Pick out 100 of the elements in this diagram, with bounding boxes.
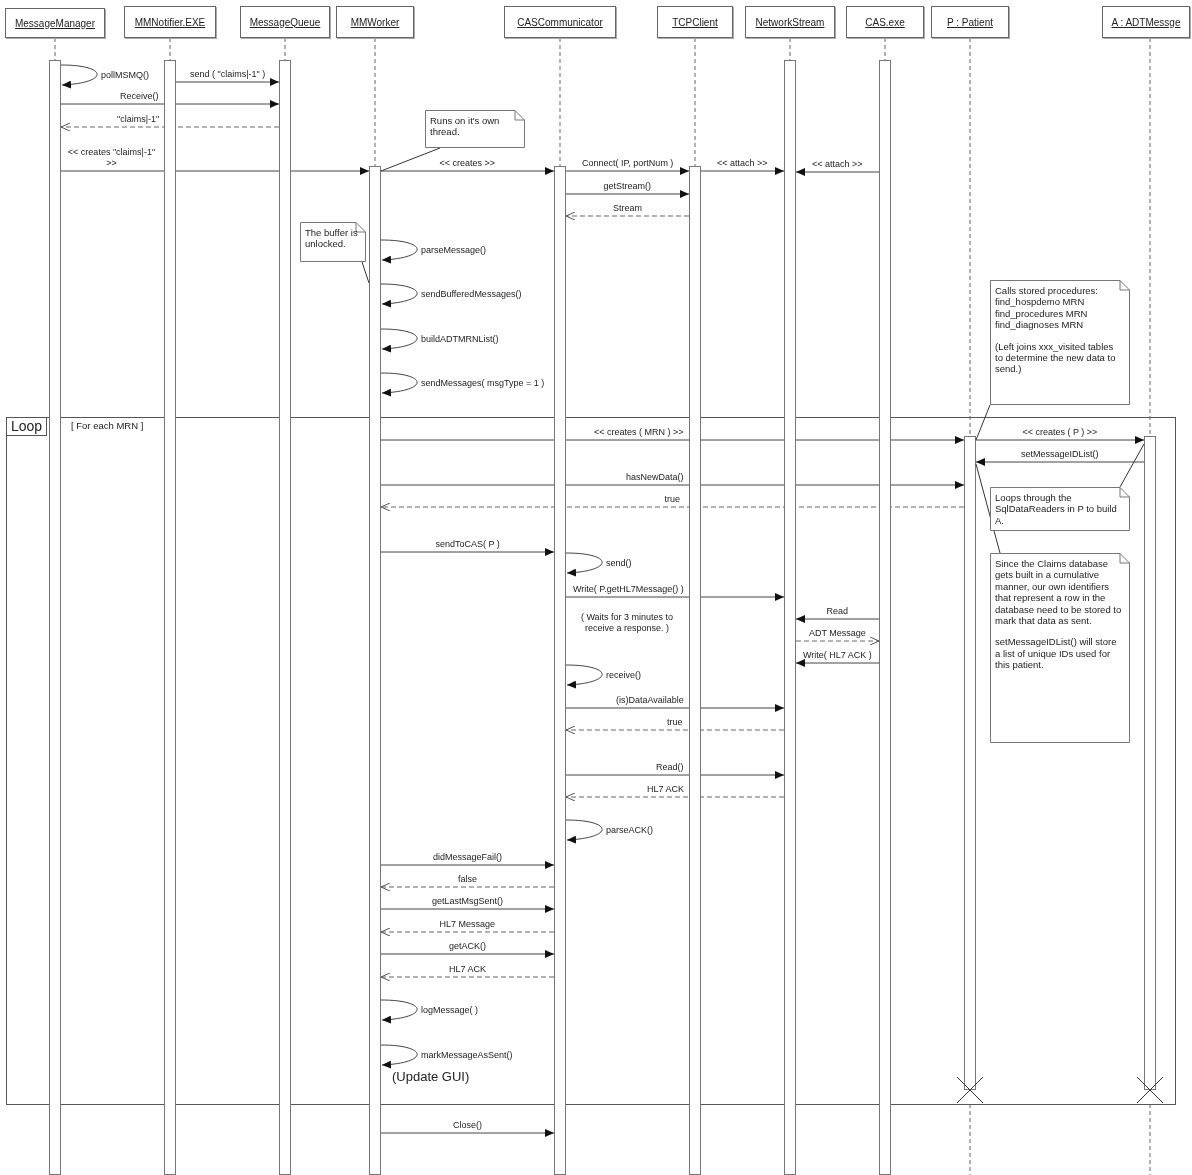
activation-bar bbox=[879, 60, 891, 1175]
activation-bar bbox=[784, 60, 796, 1175]
note bbox=[300, 222, 366, 262]
leader-line bbox=[975, 463, 1001, 554]
note-text: The buffer is unlocked. bbox=[304, 227, 359, 250]
message-label: parseMessage() bbox=[421, 244, 487, 256]
self-message-arrow bbox=[565, 552, 603, 577]
message-label: buildADTMRNList() bbox=[421, 333, 499, 345]
return-arrow bbox=[565, 725, 785, 735]
message-label: logMessage( ) bbox=[421, 1004, 479, 1016]
message-label: receive() bbox=[606, 669, 641, 681]
message-arrow bbox=[565, 593, 785, 601]
participant-box: TCPClient bbox=[657, 6, 733, 38]
message-label: HL7 Message bbox=[439, 919, 496, 930]
message-label: HL7 ACK bbox=[647, 784, 685, 795]
message-arrow bbox=[565, 190, 690, 198]
activation-bar bbox=[279, 60, 291, 1175]
annotation-text: (Update GUI) bbox=[392, 1071, 470, 1082]
message-label: (is)DataAvailable bbox=[616, 695, 684, 706]
note-text: Since the Claims database gets built in a cumulative manner, our own identifiers that represent a row in the database need to be stored to mark that data as sent. bbox=[994, 558, 1123, 627]
message-label: << attach >> bbox=[812, 159, 863, 170]
participant-box: P : Patient bbox=[931, 6, 1009, 38]
note bbox=[425, 110, 525, 148]
note bbox=[990, 280, 1130, 405]
lifeline bbox=[374, 37, 376, 167]
lifeline bbox=[969, 37, 971, 437]
message-label: HL7 ACK bbox=[449, 964, 487, 975]
message-arrow bbox=[795, 615, 880, 623]
message-label: << creates >> bbox=[439, 158, 496, 169]
self-message-arrow bbox=[380, 372, 418, 397]
participant-box: MMNotifier.EXE bbox=[124, 6, 216, 38]
message-label: << attach >> bbox=[717, 158, 768, 169]
participant-box: NetworkStream bbox=[745, 6, 835, 38]
message-label: send() bbox=[606, 557, 632, 569]
activation-bar bbox=[1144, 436, 1156, 1090]
activation-bar bbox=[49, 60, 61, 1175]
message-arrow bbox=[380, 436, 965, 444]
message-arrow bbox=[975, 458, 1145, 466]
message-arrow bbox=[60, 167, 370, 175]
message-label: didMessageFail() bbox=[433, 852, 503, 863]
message-arrow bbox=[795, 659, 880, 667]
note-text: Calls stored procedures: find_hospdemo MRN find_procedures MRN find_diagnoses MRN bbox=[994, 285, 1099, 331]
activation-bar bbox=[164, 60, 176, 1175]
message-label: "claims|-1" bbox=[117, 114, 160, 125]
message-label: getLastMsgSent() bbox=[432, 896, 504, 907]
message-label: hasNewData() bbox=[626, 472, 684, 483]
message-label: Close() bbox=[453, 1120, 482, 1131]
message-label: sendToCAS( P ) bbox=[435, 539, 500, 550]
participant-box: MessageManager bbox=[5, 8, 105, 38]
message-label: true bbox=[664, 494, 680, 505]
message-arrow bbox=[380, 905, 555, 913]
message-label: ADT Message bbox=[809, 628, 866, 639]
message-label: send ( "claims|-1" ) bbox=[190, 69, 266, 80]
self-message-arrow bbox=[565, 664, 603, 689]
message-arrow bbox=[380, 548, 555, 556]
self-message-arrow bbox=[565, 819, 603, 844]
note-text: Loops through the SqlDataReaders in P to build A. bbox=[994, 492, 1118, 527]
participant-box: CASCommunicator bbox=[504, 6, 616, 38]
note-text: Runs on it's own thread. bbox=[429, 115, 501, 138]
message-label: setMessageIDList() bbox=[1021, 449, 1099, 460]
lifeline bbox=[789, 37, 791, 61]
message-label: markMessageAsSent() bbox=[421, 1049, 513, 1061]
return-arrow bbox=[380, 882, 555, 892]
message-arrow bbox=[175, 78, 280, 86]
message-label: Receive() bbox=[120, 91, 159, 102]
return-arrow bbox=[565, 211, 690, 221]
lifeline bbox=[54, 37, 56, 61]
message-arrow bbox=[380, 167, 555, 175]
lifeline bbox=[694, 37, 696, 167]
self-message-arrow bbox=[380, 1044, 418, 1069]
leader-line bbox=[1119, 443, 1145, 488]
message-label: Read() bbox=[656, 762, 684, 773]
message-arrow bbox=[975, 436, 1145, 444]
self-message-arrow bbox=[380, 283, 418, 308]
message-label: Write( P.getHL7Message() ) bbox=[573, 584, 684, 595]
leader-line bbox=[380, 147, 441, 172]
lifeline bbox=[169, 37, 171, 61]
lifeline bbox=[284, 37, 286, 61]
loop-guard: [ For each MRN ] bbox=[71, 420, 144, 431]
message-arrow bbox=[565, 167, 690, 175]
message-label: sendMessages( msgType = 1 ) bbox=[421, 377, 545, 389]
message-arrow bbox=[795, 168, 880, 176]
message-label: parseACK() bbox=[606, 824, 653, 836]
leader-line bbox=[361, 261, 370, 284]
message-arrow bbox=[565, 771, 785, 779]
return-arrow bbox=[380, 502, 965, 512]
message-label: Write( HL7 ACK ) bbox=[803, 650, 872, 661]
return-arrow bbox=[565, 792, 785, 802]
return-arrow bbox=[380, 972, 555, 982]
message-arrow bbox=[380, 1129, 555, 1137]
note-text: (Left joins xxx_visited tables to determine the new data to send.) bbox=[994, 340, 1117, 375]
message-arrow bbox=[565, 704, 785, 712]
note-text: ( Waits for 3 minutes to receive a response. ) bbox=[579, 612, 675, 634]
message-arrow bbox=[60, 100, 280, 108]
message-label: Read bbox=[826, 606, 848, 617]
activation-bar bbox=[964, 436, 976, 1090]
participant-box: A : ADTMessge bbox=[1102, 6, 1190, 38]
note-text: setMessageIDList() will store a list of unique IDs used for this patient. bbox=[994, 636, 1118, 671]
activation-bar bbox=[554, 166, 566, 1175]
self-message-arrow bbox=[380, 239, 418, 264]
